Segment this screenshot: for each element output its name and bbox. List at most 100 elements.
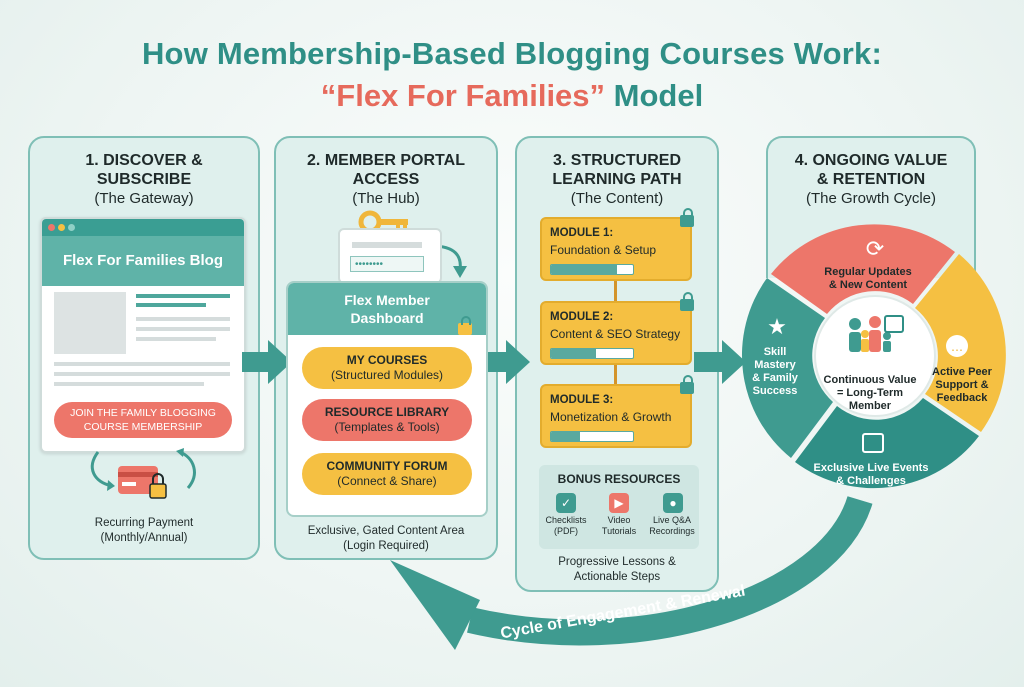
module-title: MODULE 3:: [550, 394, 614, 406]
item-sub: (Templates & Tools): [334, 420, 440, 434]
model-suffix: Model: [605, 78, 704, 113]
segment-live-events: [795, 398, 979, 489]
blog-title: Flex For Families Blog: [42, 236, 244, 286]
dashboard-header: Flex Member Dashboard: [288, 283, 486, 335]
my-courses-button[interactable]: MY COURSES (Structured Modules): [302, 347, 472, 389]
segment-text: Mastery: [754, 359, 796, 371]
username-field[interactable]: [352, 242, 422, 248]
segment-text: Feedback: [936, 392, 988, 404]
bonus-label: Live Q&A: [652, 515, 692, 525]
segment-updates: [771, 224, 955, 314]
arrow-step1-to-step2: [242, 340, 292, 384]
window-dot-icon: [68, 224, 75, 231]
segment-text: Regular Updates: [824, 266, 912, 278]
segment-text: Success: [752, 385, 798, 397]
module-card[interactable]: MODULE 1: Foundation & Setup: [540, 217, 692, 281]
text-line: [136, 303, 206, 307]
bonus-item[interactable]: Checklists (PDF): [539, 515, 593, 537]
blog-browser-window: Flex For Families Blog JOIN THE FAMILY B…: [40, 217, 246, 453]
arrow-step3-to-step4: [694, 340, 746, 384]
segment-label-updates: Regular Updates & New Content: [808, 266, 928, 292]
segment-label-skill-mastery: Skill Mastery & Family Success: [744, 346, 806, 398]
unlock-icon: [680, 375, 694, 394]
text-line: [136, 294, 230, 298]
text-line: [54, 362, 230, 366]
checklist-icon: ✓: [556, 493, 576, 513]
segment-text: & New Content: [828, 279, 908, 291]
blog-image-placeholder: [54, 292, 126, 354]
bonus-label: Recordings: [649, 526, 695, 536]
diagram-subtitle: “Flex For Families” Model: [0, 78, 1024, 114]
step4-heading-2: & RETENTION: [816, 171, 926, 188]
login-card: ••••••••: [338, 228, 442, 284]
step1-caption-2: (Monthly/Annual): [100, 532, 188, 544]
step2-caption: Exclusive, Gated Content Area: [307, 525, 465, 537]
bonus-item[interactable]: Live Q&A Recordings: [645, 515, 699, 537]
resource-library-button[interactable]: RESOURCE LIBRARY (Templates & Tools): [302, 399, 472, 441]
center-text: = Long-Term: [836, 387, 904, 399]
module-card[interactable]: MODULE 3: Monetization & Growth: [540, 384, 692, 448]
lock-icon: [458, 316, 472, 335]
bonus-title: BONUS RESOURCES: [557, 472, 681, 486]
bonus-label: Checklists: [545, 515, 587, 525]
bonus-label: Tutorials: [601, 526, 637, 536]
module-progress: [550, 348, 634, 359]
member-dashboard: Flex Member Dashboard MY COURSES (Struct…: [286, 281, 488, 517]
center-text: Continuous Value: [823, 374, 917, 386]
unlock-icon: [680, 292, 694, 311]
module-title: MODULE 1:: [550, 227, 614, 239]
step1-sub: (The Gateway): [94, 190, 194, 207]
step2-caption-2: (Login Required): [343, 540, 429, 552]
bonus-label: (PDF): [554, 526, 578, 536]
step1-caption: Recurring Payment: [94, 517, 194, 529]
module-name: Content & SEO Strategy: [550, 327, 681, 341]
step1-heading-2: SUBSCRIBE: [96, 171, 192, 188]
step2-heading-2: ACCESS: [352, 171, 420, 188]
step4-heading: 4. ONGOING VALUE: [794, 152, 948, 169]
segment-text: Exclusive Live Events: [813, 462, 929, 474]
step3-heading: 3. STRUCTURED: [552, 152, 681, 169]
dashboard-title: Flex Member: [344, 292, 430, 308]
arrow-step2-to-step3: [484, 340, 530, 384]
window-dot-icon: [58, 224, 65, 231]
password-field[interactable]: ••••••••: [350, 256, 424, 272]
svg-text:★: ★: [767, 315, 787, 340]
cta-line: COURSE MEMBERSHIP: [83, 421, 203, 433]
module-name: Monetization & Growth: [550, 410, 672, 424]
segment-text: & Challenges: [836, 475, 906, 487]
cycle-center-text: Continuous Value = Long-Term Member: [812, 374, 928, 413]
bonus-resources: BONUS RESOURCES ✓ Checklists (PDF) ▶ Vid…: [539, 465, 699, 549]
text-line: [54, 372, 230, 376]
module-title: MODULE 2:: [550, 311, 614, 323]
segment-label-live-events: Exclusive Live Events & Challenges: [798, 462, 944, 488]
step3-sub: (The Content): [570, 190, 664, 207]
community-forum-button[interactable]: COMMUNITY FORUM (Connect & Share): [302, 453, 472, 495]
segment-text: & Family: [752, 372, 798, 384]
module-card[interactable]: MODULE 2: Content & SEO Strategy: [540, 301, 692, 365]
module-name: Foundation & Setup: [550, 243, 657, 257]
step3-heading-2: LEARNING PATH: [552, 171, 682, 188]
segment-label-peer-support: Active Peer Support & Feedback: [924, 366, 1000, 405]
text-line: [136, 337, 216, 341]
module-connector: [614, 281, 617, 301]
item-title: COMMUNITY FORUM: [326, 459, 448, 473]
center-text: Member: [848, 400, 892, 412]
recurring-payment-icon: [90, 448, 196, 499]
segment-skill-mastery: [741, 278, 833, 458]
text-line: [136, 317, 230, 321]
item-sub: (Connect & Share): [337, 474, 437, 488]
browser-titlebar: [42, 219, 244, 236]
svg-text:…: …: [951, 340, 963, 354]
bonus-item[interactable]: Video Tutorials: [592, 515, 646, 537]
dashboard-title-2: Dashboard: [350, 310, 424, 326]
bonus-label: Video: [607, 515, 631, 525]
cta-line: JOIN THE FAMILY BLOGGING: [70, 407, 216, 419]
module-connector: [614, 364, 617, 384]
item-title: RESOURCE LIBRARY: [324, 405, 450, 419]
step4-sub: (The Growth Cycle): [805, 190, 937, 207]
diagram-title: How Membership-Based Blogging Courses Wo…: [141, 36, 883, 71]
module-progress: [550, 431, 634, 442]
join-membership-button[interactable]: JOIN THE FAMILY BLOGGING COURSE MEMBERSH…: [54, 402, 232, 438]
step3-caption-2: Actionable Steps: [573, 571, 661, 583]
svg-text:⟳: ⟳: [866, 237, 884, 262]
